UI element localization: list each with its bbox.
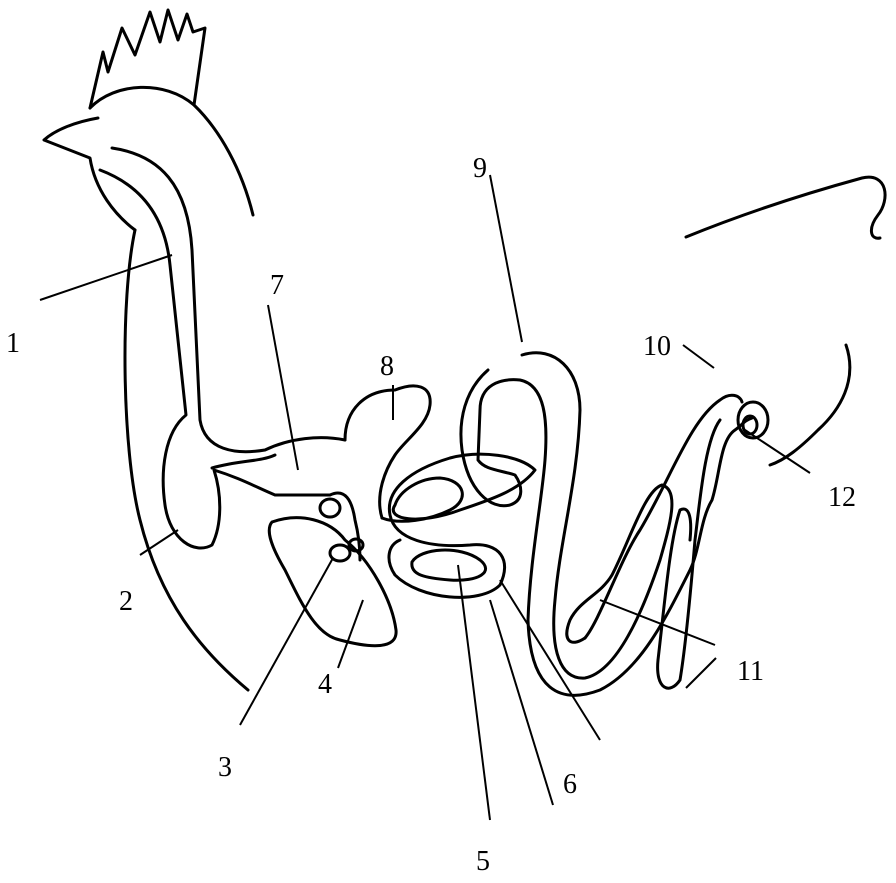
leader-6 xyxy=(489,599,554,806)
bile-duct xyxy=(347,537,365,553)
label-4: 4 xyxy=(318,669,332,700)
crest xyxy=(88,8,207,110)
esophagus-inner xyxy=(98,168,362,562)
head-outline xyxy=(88,85,255,217)
ceca xyxy=(583,393,744,690)
body-outline xyxy=(123,228,250,692)
label-7: 7 xyxy=(270,270,284,301)
label-11: 11 xyxy=(737,656,764,687)
vent-line xyxy=(768,343,852,467)
label-10: 10 xyxy=(643,331,671,362)
label-1: 1 xyxy=(6,328,20,359)
leader-10 xyxy=(682,344,715,369)
leader-11b xyxy=(685,657,717,689)
leader-12 xyxy=(744,429,811,474)
pancreas-duct xyxy=(328,543,352,563)
jejunum-outer xyxy=(520,351,674,680)
esophagus-outer xyxy=(110,146,347,454)
proventriculus xyxy=(343,384,432,520)
jejunum-loop xyxy=(459,368,754,697)
label-8: 8 xyxy=(380,351,394,382)
leader-5 xyxy=(457,564,491,821)
label-12: 12 xyxy=(828,482,856,513)
back-line xyxy=(684,175,887,240)
leader-9 xyxy=(489,174,523,343)
cloaca-outer xyxy=(736,400,770,440)
label-5: 5 xyxy=(476,846,490,877)
gizzard xyxy=(267,516,398,648)
leader-2 xyxy=(139,529,179,556)
leader-11a xyxy=(599,599,716,646)
label-6: 6 xyxy=(563,769,577,800)
leader-3 xyxy=(239,557,334,726)
beak xyxy=(42,116,137,232)
small-loop xyxy=(318,497,342,519)
label-3: 3 xyxy=(218,752,232,783)
label-2: 2 xyxy=(119,586,133,617)
leader-1 xyxy=(39,254,173,301)
label-9: 9 xyxy=(473,153,487,184)
inner-loop xyxy=(410,548,487,582)
crop xyxy=(210,453,277,470)
leader-4 xyxy=(337,599,364,669)
leader-6b xyxy=(499,579,601,741)
leader-7 xyxy=(267,304,299,471)
